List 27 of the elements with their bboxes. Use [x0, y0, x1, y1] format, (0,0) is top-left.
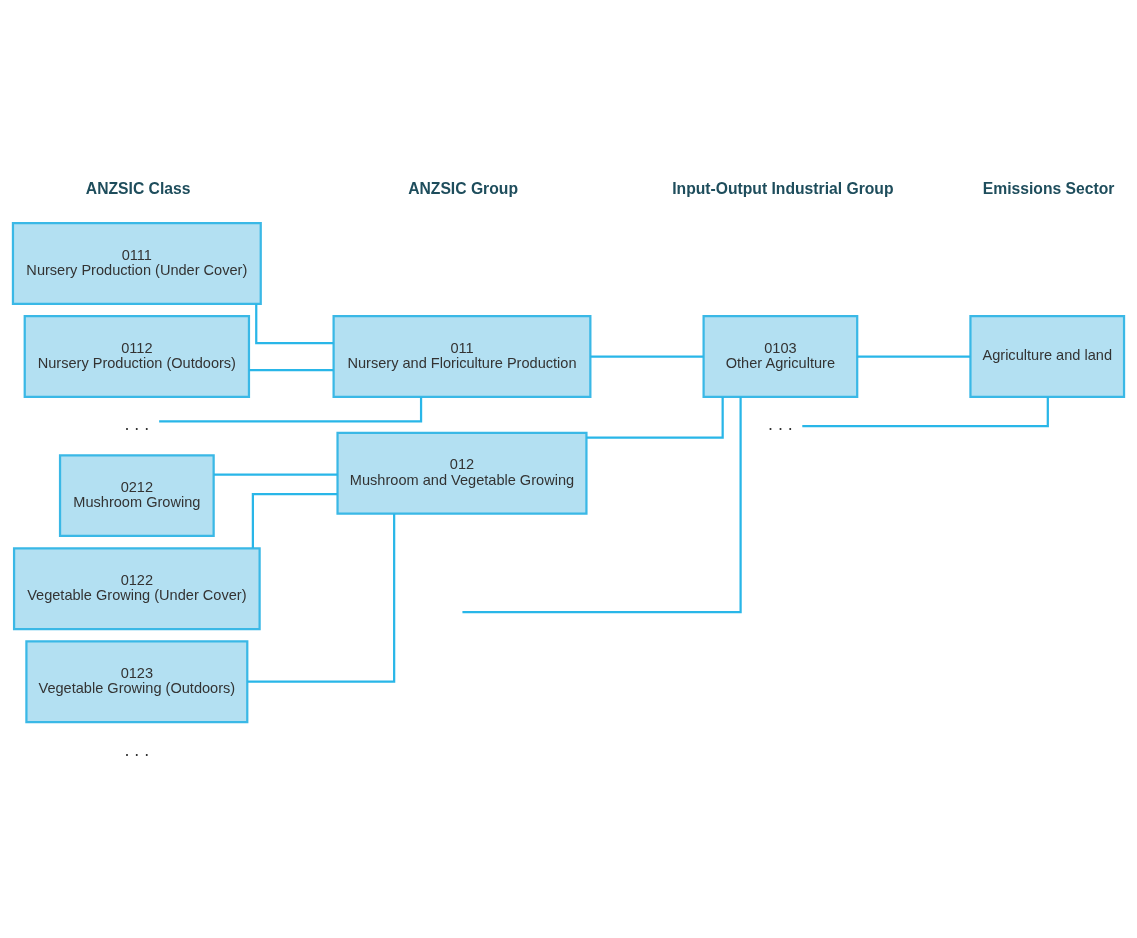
node-box: 0212 Mushroom Growing [58, 454, 215, 538]
node-text: . . . [124, 414, 150, 435]
node-box: Agriculture and land [969, 315, 1126, 399]
connector [249, 368, 334, 372]
node-box: 012 Mushroom and Vegetable Growing [336, 431, 588, 515]
node-text: . . . [124, 739, 150, 760]
connector [247, 513, 396, 683]
connector [255, 304, 334, 345]
connector [462, 397, 742, 614]
label: ANZSIC Group [408, 179, 518, 197]
node-box: 0123 Vegetable Growing (Outdoors) [25, 640, 249, 724]
node-box: 0122 Vegetable Growing (Under Cover) [12, 547, 261, 631]
node-box: 0103 Other Agriculture [702, 315, 859, 399]
label: Emissions Sector [982, 179, 1115, 197]
connector [802, 397, 1049, 428]
connector [590, 355, 704, 358]
connector [213, 473, 338, 476]
connector [159, 397, 423, 423]
node-box: 011 Nursery and Floriculture Production [332, 315, 592, 399]
connector [857, 355, 971, 358]
node-box: 0112 Nursery Production (Outdoors) [23, 315, 251, 399]
node-text: . . . [767, 414, 793, 435]
node-box: 0111 Nursery Production (Under Cover) [11, 222, 262, 306]
connector [251, 493, 338, 549]
label: ANZSIC Class [85, 179, 191, 197]
connector [586, 397, 724, 439]
label: Input-Output Industrial Group [672, 179, 894, 197]
